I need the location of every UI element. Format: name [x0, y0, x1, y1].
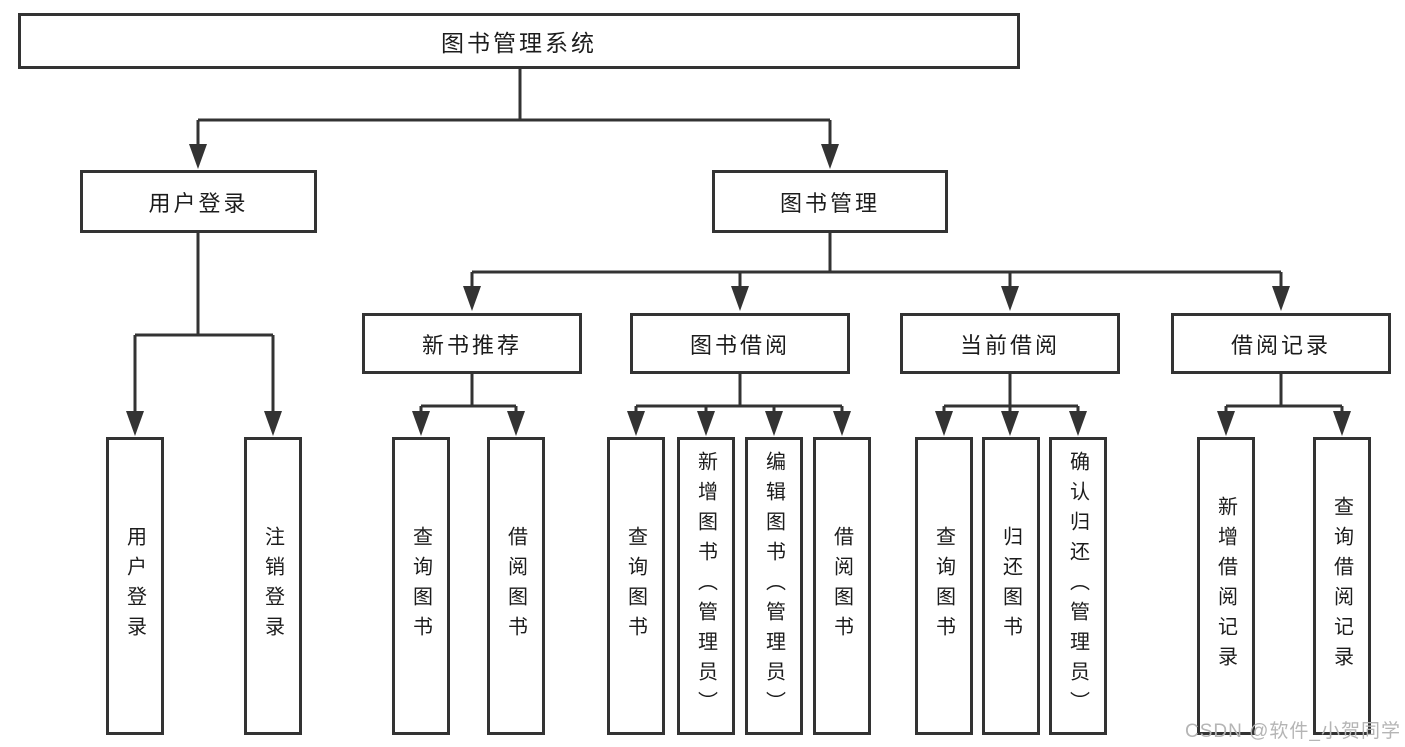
arrowhead-icon — [463, 286, 481, 311]
arrowhead-icon — [264, 411, 282, 436]
leaf-query-books-current: 查询图书 — [915, 437, 973, 735]
node-borrow-records: 借阅记录 — [1171, 313, 1391, 374]
arrowhead-icon — [1001, 286, 1019, 311]
connector-current-borrowing — [942, 374, 1080, 416]
arrowhead-icon — [627, 411, 645, 436]
leaf-edit-book-admin: 编辑图书（管理员） — [745, 437, 803, 735]
leaf-borrow-books-recommend: 借阅图书 — [487, 437, 545, 735]
leaf-logout: 注销登录 — [244, 437, 302, 735]
arrowhead-icon — [1272, 286, 1290, 311]
connector-book-borrowing — [634, 374, 844, 416]
leaf-borrow-books-borrowing: 借阅图书 — [813, 437, 871, 735]
leaf-add-borrow-record: 新增借阅记录 — [1197, 437, 1255, 735]
arrowhead-icon — [1001, 411, 1019, 436]
arrowhead-icon — [765, 411, 783, 436]
connector-paths — [133, 69, 1344, 416]
arrowhead-icon — [1069, 411, 1087, 436]
arrowhead-icon — [412, 411, 430, 436]
arrowheads — [126, 144, 1351, 436]
leaf-query-books-borrowing: 查询图书 — [607, 437, 665, 735]
arrowhead-icon — [507, 411, 525, 436]
csdn-watermark: CSDN @软件_小贺同学 — [1185, 721, 1401, 742]
connector-user-login — [133, 233, 275, 416]
arrowhead-icon — [1217, 411, 1235, 436]
arrowhead-icon — [189, 144, 207, 169]
arrowhead-icon — [833, 411, 851, 436]
leaf-confirm-return-admin: 确认归还（管理员） — [1049, 437, 1107, 735]
arrowhead-icon — [935, 411, 953, 436]
leaf-user-login: 用户登录 — [106, 437, 164, 735]
arrowhead-icon — [126, 411, 144, 436]
node-new-book-recommend: 新书推荐 — [362, 313, 582, 374]
arrowhead-icon — [731, 286, 749, 311]
leaf-return-book: 归还图书 — [982, 437, 1040, 735]
connector-book-management — [470, 233, 1283, 292]
connector-new-book-recommend — [419, 374, 518, 416]
arrowhead-icon — [821, 144, 839, 169]
connector-borrow-records — [1224, 374, 1344, 416]
node-book-borrowing: 图书借阅 — [630, 313, 850, 374]
node-user-login: 用户登录 — [80, 170, 317, 233]
node-book-management: 图书管理 — [712, 170, 948, 233]
node-current-borrowing: 当前借阅 — [900, 313, 1120, 374]
leaf-query-borrow-record: 查询借阅记录 — [1313, 437, 1371, 735]
arrowhead-icon — [697, 411, 715, 436]
node-library-system: 图书管理系统 — [18, 13, 1020, 69]
leaf-add-book-admin: 新增图书（管理员） — [677, 437, 735, 735]
leaf-query-books-recommend: 查询图书 — [392, 437, 450, 735]
connector-root — [196, 69, 832, 150]
arrowhead-icon — [1333, 411, 1351, 436]
